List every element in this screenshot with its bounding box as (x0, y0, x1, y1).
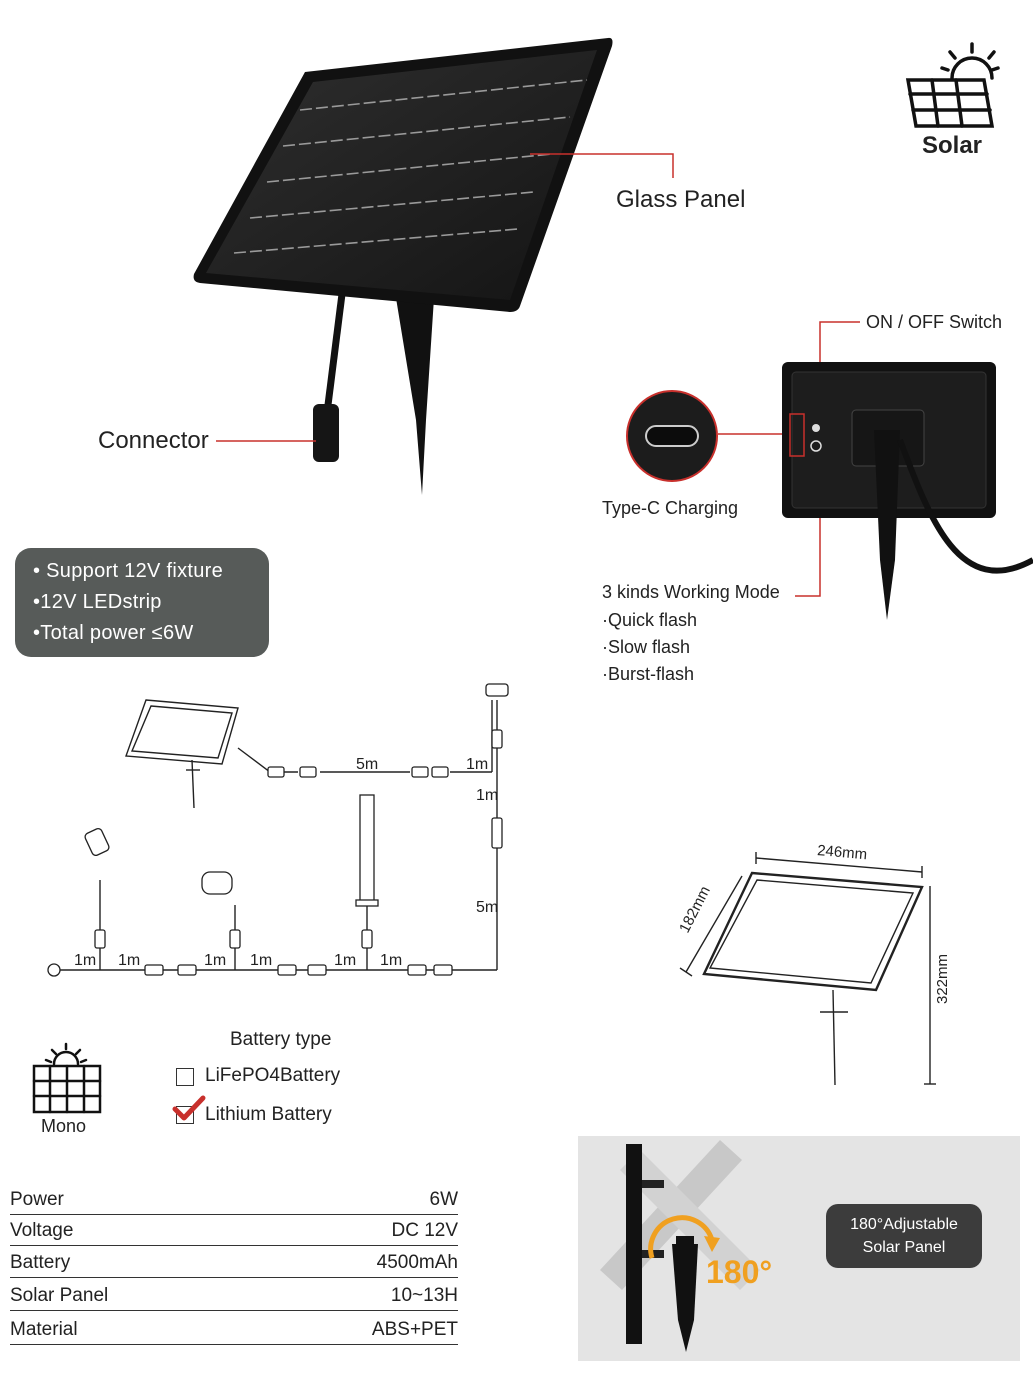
feature-fixture: • Support 12V fixture (33, 560, 224, 582)
wiring-label-top-right: 1m (466, 756, 489, 773)
dim-height: 322mm (934, 953, 951, 1004)
rotation-angle: 180° (706, 1254, 773, 1290)
spec-value: 10~13H (390, 1285, 458, 1306)
spec-row-solar-panel: Solar Panel 10~13H (10, 1278, 458, 1311)
wiring-label-seg-6: 1m (380, 952, 403, 969)
solar-panel-illustration (193, 37, 674, 495)
battery-type-title: Battery type (230, 1029, 332, 1050)
spec-value: ABS+PET (371, 1319, 458, 1340)
spec-row-material: Material ABS+PET (10, 1312, 458, 1345)
rotation-caption-line2: Solar Panel (862, 1239, 946, 1256)
wiring-label-riser-top: 1m (476, 787, 499, 804)
rotation-illustration (600, 1140, 760, 1352)
mono-label: Mono (41, 1116, 87, 1136)
lithium-label: Lithium Battery (205, 1104, 332, 1125)
solar-panel-sun-icon (905, 42, 1000, 128)
wiring-label-seg-1: 1m (74, 952, 97, 969)
spec-key: Power (10, 1189, 64, 1210)
spec-value: 6W (429, 1189, 459, 1210)
wiring-label-seg-2: 1m (118, 952, 141, 969)
spec-key: Material (10, 1319, 78, 1340)
glass-panel-label: Glass Panel (616, 186, 746, 213)
spec-key: Solar Panel (10, 1285, 109, 1306)
wiring-label-seg-4: 1m (250, 952, 273, 969)
rotation-caption: 180°Adjustable Solar Panel (826, 1204, 982, 1268)
working-mode-title: 3 kinds Working Mode (602, 582, 780, 602)
spec-row-battery: Battery 4500mAh (10, 1245, 458, 1278)
mode-burst-flash: ·Burst-flash (602, 664, 695, 684)
feature-total-power: •Total power ≤6W (33, 622, 194, 644)
feature-ledstrip: •12V LEDstrip (33, 591, 162, 613)
rotation-caption-line1: 180°Adjustable (850, 1216, 958, 1233)
lifepo4-checkbox[interactable] (176, 1068, 194, 1086)
spec-key: Voltage (10, 1220, 74, 1241)
on-off-switch-label: ON / OFF Switch (866, 312, 1003, 332)
wiring-diagram (47, 683, 509, 977)
panel-back-view (626, 321, 1033, 620)
mono-panel-icon (32, 1042, 102, 1114)
spec-row-power: Power 6W (10, 1182, 458, 1215)
lifepo4-label: LiFePO4Battery (205, 1065, 341, 1086)
dimension-drawing (679, 852, 936, 1086)
spec-value: DC 12V (391, 1220, 458, 1241)
checkmark-icon (172, 1095, 206, 1121)
connector-label: Connector (98, 427, 209, 454)
spec-row-voltage: Voltage DC 12V (10, 1213, 458, 1246)
type-c-label: Type-C Charging (602, 498, 739, 518)
wiring-label-top-run: 5m (356, 756, 379, 773)
mode-quick-flash: ·Quick flash (602, 610, 698, 630)
feature-pill: • Support 12V fixture •12V LEDstrip •Tot… (15, 548, 269, 657)
spec-key: Battery (10, 1252, 71, 1273)
mode-slow-flash: ·Slow flash (602, 637, 691, 657)
solar-label: Solar (922, 132, 983, 159)
wiring-label-seg-3: 1m (204, 952, 227, 969)
spec-value: 4500mAh (376, 1252, 458, 1273)
wiring-label-riser-long: 5m (476, 899, 499, 916)
wiring-label-seg-5: 1m (334, 952, 357, 969)
